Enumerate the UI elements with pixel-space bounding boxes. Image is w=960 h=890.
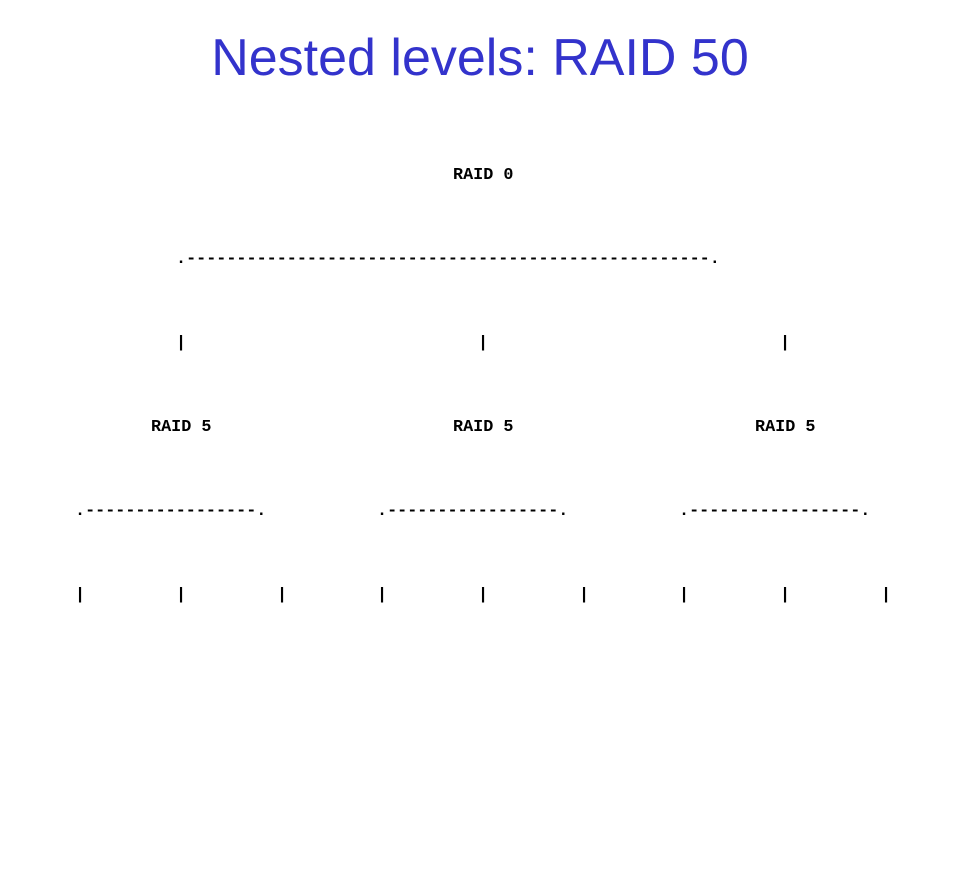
leaf-connector: | — [277, 586, 288, 605]
root-branch-row: .---------------------------------------… — [0, 246, 960, 274]
slide: Nested levels: RAID 50 RAID 0 .---------… — [0, 29, 960, 666]
leaf-connector: | — [881, 586, 892, 605]
child-branch-line: .-----------------. — [75, 502, 267, 521]
root-connector: | — [176, 334, 187, 353]
root-label: RAID 0 — [453, 166, 514, 185]
child-branch-line: .-----------------. — [377, 502, 569, 521]
root-connector: | — [780, 334, 791, 353]
raid-50-diagram: RAID 0 .--------------------------------… — [0, 106, 960, 666]
child-label: RAID 5 — [151, 418, 212, 437]
root-connector-row: | | | — [0, 330, 960, 358]
leaf-connector: | — [478, 586, 489, 605]
leaf-connector: | — [176, 586, 187, 605]
leaf-connector: | — [679, 586, 690, 605]
child-branch-line: .-----------------. — [679, 502, 871, 521]
child-label-row: RAID 5 RAID 5 RAID 5 — [0, 414, 960, 442]
child-label: RAID 5 — [453, 418, 514, 437]
leaf-connector: | — [377, 586, 388, 605]
leaf-connector: | — [579, 586, 590, 605]
root-connector: | — [478, 334, 489, 353]
child-branch-row: .-----------------. .-----------------. … — [0, 498, 960, 526]
leaf-connector-row: | | | | | | | | | — [0, 582, 960, 610]
root-row: RAID 0 — [0, 162, 960, 190]
child-label: RAID 5 — [755, 418, 816, 437]
leaf-connector: | — [75, 586, 86, 605]
slide-title: Nested levels: RAID 50 — [211, 29, 749, 87]
root-branch-line: .---------------------------------------… — [176, 250, 720, 269]
leaf-connector: | — [780, 586, 791, 605]
